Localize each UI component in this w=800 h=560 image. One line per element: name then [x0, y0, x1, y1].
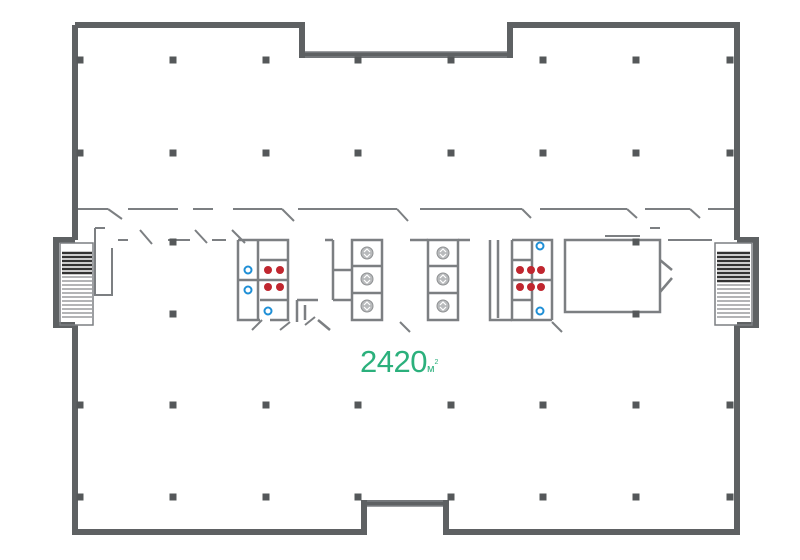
- column: [726, 56, 734, 64]
- elevator-arrows-icon: [363, 301, 371, 311]
- sink-hot: [516, 283, 524, 291]
- column: [76, 56, 84, 64]
- column: [447, 149, 455, 157]
- column: [726, 493, 734, 501]
- column: [169, 149, 177, 157]
- column: [169, 493, 177, 501]
- column: [632, 401, 640, 409]
- elevator-car: [360, 299, 374, 313]
- column: [632, 493, 640, 501]
- elevator-car: [360, 272, 374, 286]
- sink-cold: [535, 306, 545, 316]
- column: [632, 56, 640, 64]
- column: [447, 56, 455, 64]
- sink-hot: [276, 283, 284, 291]
- column: [169, 238, 177, 246]
- elevator-car: [436, 272, 450, 286]
- area-unit-symbol: м: [426, 363, 435, 375]
- sink-hot: [537, 283, 545, 291]
- column: [539, 493, 547, 501]
- sink-hot: [276, 266, 284, 274]
- floor-area-unit: м2: [426, 359, 438, 375]
- column: [726, 149, 734, 157]
- sink-cold: [243, 285, 253, 295]
- west-stair: [59, 242, 94, 326]
- column: [632, 310, 640, 318]
- window-lines: [305, 51, 507, 507]
- column: [262, 56, 270, 64]
- elevator-car: [436, 246, 450, 260]
- sink-cold: [263, 306, 273, 316]
- floor-area-value: 2420: [360, 344, 427, 379]
- column: [354, 56, 362, 64]
- sink-hot: [527, 266, 535, 274]
- sink-hot: [527, 283, 535, 291]
- column: [76, 149, 84, 157]
- column: [76, 401, 84, 409]
- structural-columns: [76, 56, 734, 501]
- column: [76, 493, 84, 501]
- column: [539, 149, 547, 157]
- elevator-arrows-icon: [439, 248, 447, 258]
- elevator-cars: [360, 246, 450, 313]
- core-block: [236, 238, 673, 331]
- elevator-arrows-icon: [363, 248, 371, 258]
- column: [539, 56, 547, 64]
- elevator-car: [360, 246, 374, 260]
- column: [169, 310, 177, 318]
- exterior-walls: [53, 22, 759, 535]
- column: [262, 149, 270, 157]
- sink-hot: [537, 266, 545, 274]
- sink-cold: [243, 265, 253, 275]
- column: [354, 493, 362, 501]
- east-stair: [714, 242, 753, 326]
- column: [632, 238, 640, 246]
- door-swings: [251, 316, 563, 333]
- column: [169, 56, 177, 64]
- column: [169, 401, 177, 409]
- column: [726, 401, 734, 409]
- floor-area-label: 2420м2: [360, 344, 438, 387]
- column: [354, 401, 362, 409]
- sink-cold: [535, 241, 545, 251]
- sink-hot: [264, 266, 272, 274]
- column: [262, 401, 270, 409]
- column: [262, 493, 270, 501]
- column: [447, 493, 455, 501]
- corridor-walls: [78, 208, 734, 296]
- sink-hot: [516, 266, 524, 274]
- plumbing-fixtures: [243, 241, 545, 316]
- column: [354, 149, 362, 157]
- column: [447, 401, 455, 409]
- sink-hot: [264, 283, 272, 291]
- area-unit-power: 2: [434, 359, 439, 366]
- elevator-arrows-icon: [363, 274, 371, 284]
- elevator-car: [436, 299, 450, 313]
- elevator-arrows-icon: [439, 301, 447, 311]
- column: [539, 401, 547, 409]
- elevator-arrows-icon: [439, 274, 447, 284]
- column: [632, 149, 640, 157]
